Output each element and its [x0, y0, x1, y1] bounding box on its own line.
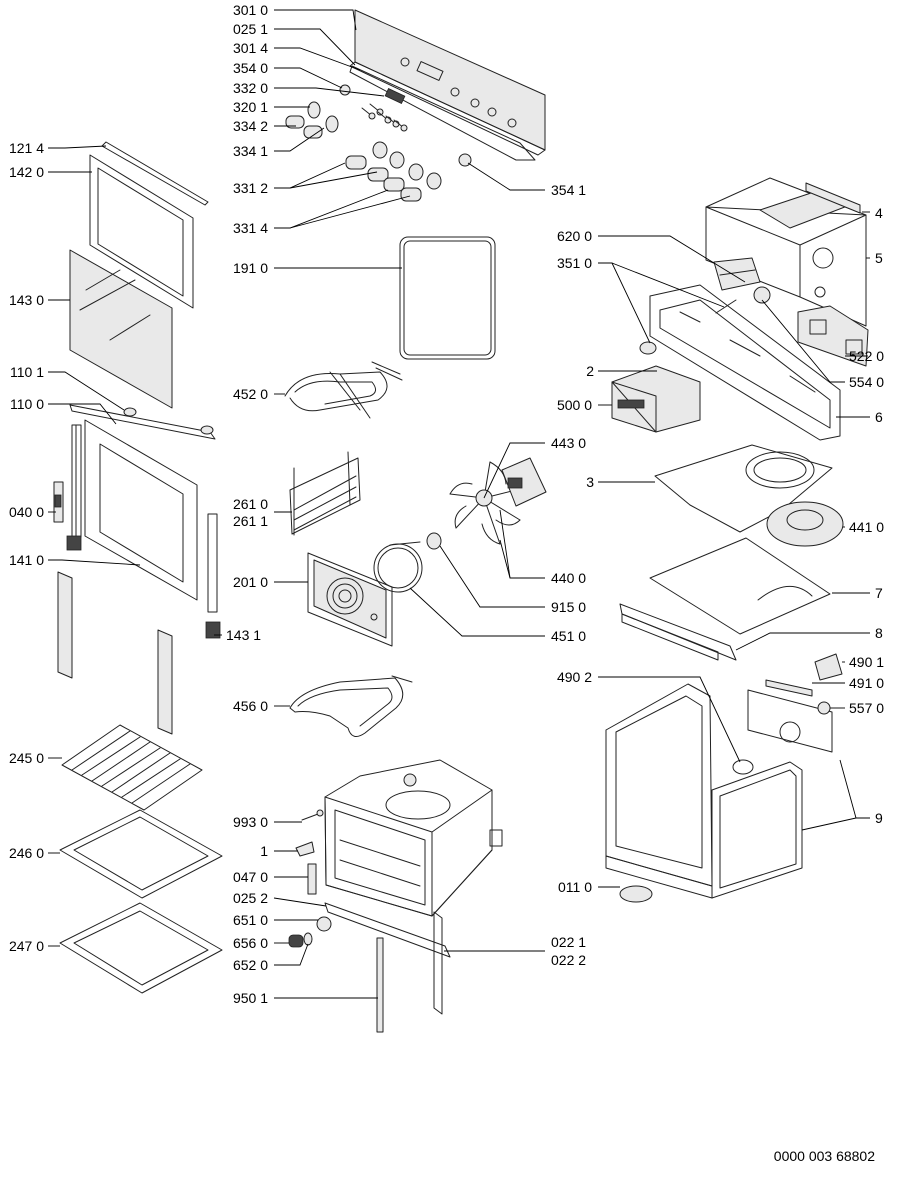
callout-label-4: 4 — [875, 205, 883, 221]
callout-label-2470: 247 0 — [9, 938, 44, 954]
callout-label-3010: 301 0 — [233, 2, 268, 18]
callout-label-3312: 331 2 — [233, 180, 268, 196]
callout-label-4902: 490 2 — [557, 669, 592, 685]
callout-label-0252: 025 2 — [233, 890, 268, 906]
rack-and-trays-part — [59, 724, 223, 994]
callout-label-9150: 915 0 — [551, 599, 586, 615]
callout-label-6520: 652 0 — [233, 957, 268, 973]
callout-label-0110: 011 0 — [558, 879, 592, 895]
small-fittings-part — [288, 809, 451, 1033]
top-cover-part — [705, 177, 867, 327]
bottom-plate-part — [619, 537, 831, 661]
shelf-supports-part — [289, 451, 361, 536]
front-fascia-part — [639, 284, 841, 441]
callout-label-4901: 490 1 — [849, 654, 884, 670]
oven-gasket-part — [399, 236, 496, 360]
electronics-part — [713, 257, 869, 367]
fan-motor-part — [426, 457, 547, 550]
door-assembly-part — [53, 141, 221, 735]
callout-label-1101: 110 1 — [10, 364, 44, 380]
callout-label-1100: 110 0 — [10, 396, 44, 412]
callout-label-2: 2 — [586, 363, 594, 379]
callout-label-1214: 121 4 — [9, 140, 44, 156]
callout-label-1431: 143 1 — [226, 627, 261, 643]
callout-label-4430: 443 0 — [551, 435, 586, 451]
rear-panel-fan-cover-part — [307, 552, 393, 647]
callout-label-1910: 191 0 — [233, 260, 268, 276]
callout-label-3540: 354 0 — [233, 60, 268, 76]
callout-label-5220: 522 0 — [849, 348, 884, 364]
lower-heating-element-part — [289, 675, 413, 738]
callout-label-1420: 142 0 — [9, 164, 44, 180]
callout-label-4910: 491 0 — [849, 675, 884, 691]
callout-label-4410: 441 0 — [849, 519, 884, 535]
cooling-fan-duct-part — [654, 444, 844, 547]
callout-label-2460: 246 0 — [9, 845, 44, 861]
callout-label-3201: 320 1 — [233, 99, 268, 115]
callout-label-9501: 950 1 — [233, 990, 268, 1006]
cabinet-part — [605, 653, 843, 903]
knob-part — [285, 84, 472, 202]
callout-label-3320: 332 0 — [233, 80, 268, 96]
circular-heating-element-part — [373, 541, 423, 593]
callout-label-6560: 656 0 — [233, 935, 268, 951]
callout-label-3342: 334 2 — [233, 118, 268, 134]
callout-label-4510: 451 0 — [551, 628, 586, 644]
callout-label-4520: 452 0 — [233, 386, 268, 402]
timer-module-part — [611, 365, 701, 433]
callout-label-5570: 557 0 — [849, 700, 884, 716]
callout-label-8: 8 — [875, 625, 883, 641]
callout-label-5000: 500 0 — [557, 397, 592, 413]
callout-label-9: 9 — [875, 810, 883, 826]
callout-label-0222: 022 2 — [551, 952, 586, 968]
callout-label-4400: 440 0 — [551, 570, 586, 586]
callout-labels: 301 0 025 1 301 4 354 0 332 0 320 1 334 … — [9, 2, 884, 1006]
callout-label-9930: 993 0 — [233, 814, 268, 830]
callout-label-2610: 261 0 — [233, 496, 268, 512]
leader-lines — [48, 9, 870, 999]
callout-label-5540: 554 0 — [849, 374, 884, 390]
callout-label-6510: 651 0 — [233, 912, 268, 928]
control-panel-part — [349, 9, 546, 161]
callout-label-2450: 245 0 — [9, 750, 44, 766]
callout-label-1: 1 — [260, 843, 268, 859]
oven-cavity-part — [324, 759, 503, 917]
callout-label-5: 5 — [875, 250, 883, 266]
callout-label-3314: 331 4 — [233, 220, 268, 236]
callout-label-1430: 143 0 — [9, 292, 44, 308]
callout-label-2611: 261 1 — [233, 513, 268, 529]
callout-label-3014: 301 4 — [233, 40, 268, 56]
callout-label-7: 7 — [875, 585, 883, 601]
document-code: 0000 003 68802 — [773, 1148, 875, 1164]
callout-label-0470: 047 0 — [233, 869, 268, 885]
callout-label-0400: 040 0 — [9, 504, 44, 520]
callout-label-0251: 025 1 — [233, 21, 268, 37]
callout-label-1410: 141 0 — [9, 552, 44, 568]
upper-heating-element-part — [284, 361, 403, 419]
callout-label-6: 6 — [875, 409, 883, 425]
callout-label-4560: 456 0 — [233, 698, 268, 714]
callout-label-3541: 354 1 — [551, 182, 586, 198]
callout-label-2010: 201 0 — [233, 574, 268, 590]
callout-label-0221: 022 1 — [551, 934, 586, 950]
callout-label-3341: 334 1 — [233, 143, 268, 159]
callout-label-3: 3 — [586, 474, 594, 490]
callout-label-6200: 620 0 — [557, 228, 592, 244]
callout-label-3510: 351 0 — [557, 255, 592, 271]
